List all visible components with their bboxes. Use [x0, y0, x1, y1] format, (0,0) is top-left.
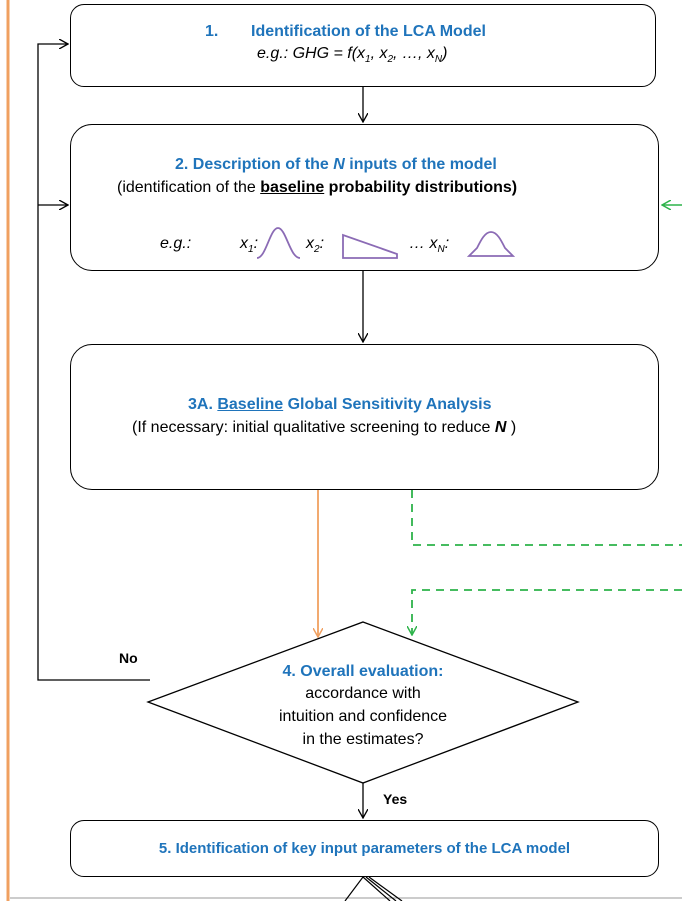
step2-description: (identification of the baseline probabil… [117, 179, 518, 196]
no-label: No [119, 650, 138, 666]
step2-xn-label: … xN: [409, 235, 450, 256]
yes-label: Yes [383, 791, 408, 807]
green-dashed-in [412, 589, 682, 635]
step2-box [70, 124, 659, 271]
step2-title: 2. Description of the N inputs of the mo… [175, 156, 497, 173]
step3a-description: (If necessary: initial qualitative scree… [132, 419, 517, 436]
step4-line1: accordance with [305, 685, 421, 702]
step4-title: 4. Overall evaluation: [282, 663, 444, 680]
step5-title: 5. Identification of key input parameter… [158, 840, 571, 857]
step2-x2-label: x2: [306, 235, 325, 256]
green-dashed-out [411, 490, 682, 546]
bottom-fan-lines [344, 876, 403, 901]
step4-line2: intuition and confidence [278, 708, 448, 725]
step3a-title: 3A. Baseline Global Sensitivity Analysis [188, 396, 492, 413]
step1-number: 1. [205, 23, 219, 40]
step1-example: e.g.: GHG = f(x1, x2, …, xN) [257, 45, 448, 66]
step1-box [70, 4, 656, 87]
triangular-distribution-icon [342, 233, 398, 259]
step2-x1-label: x1: [240, 235, 259, 256]
decision-diamond [146, 621, 580, 784]
step3a-box [70, 344, 659, 490]
skewed-distribution-icon [467, 231, 515, 257]
step1-title: Identification of the LCA Model [251, 23, 486, 40]
normal-distribution-icon [256, 227, 301, 259]
step2-example-label: e.g.: [160, 235, 192, 252]
step5-box [70, 820, 659, 877]
no-loop-line [37, 44, 150, 681]
step4-line3: in the estimates? [302, 731, 424, 748]
